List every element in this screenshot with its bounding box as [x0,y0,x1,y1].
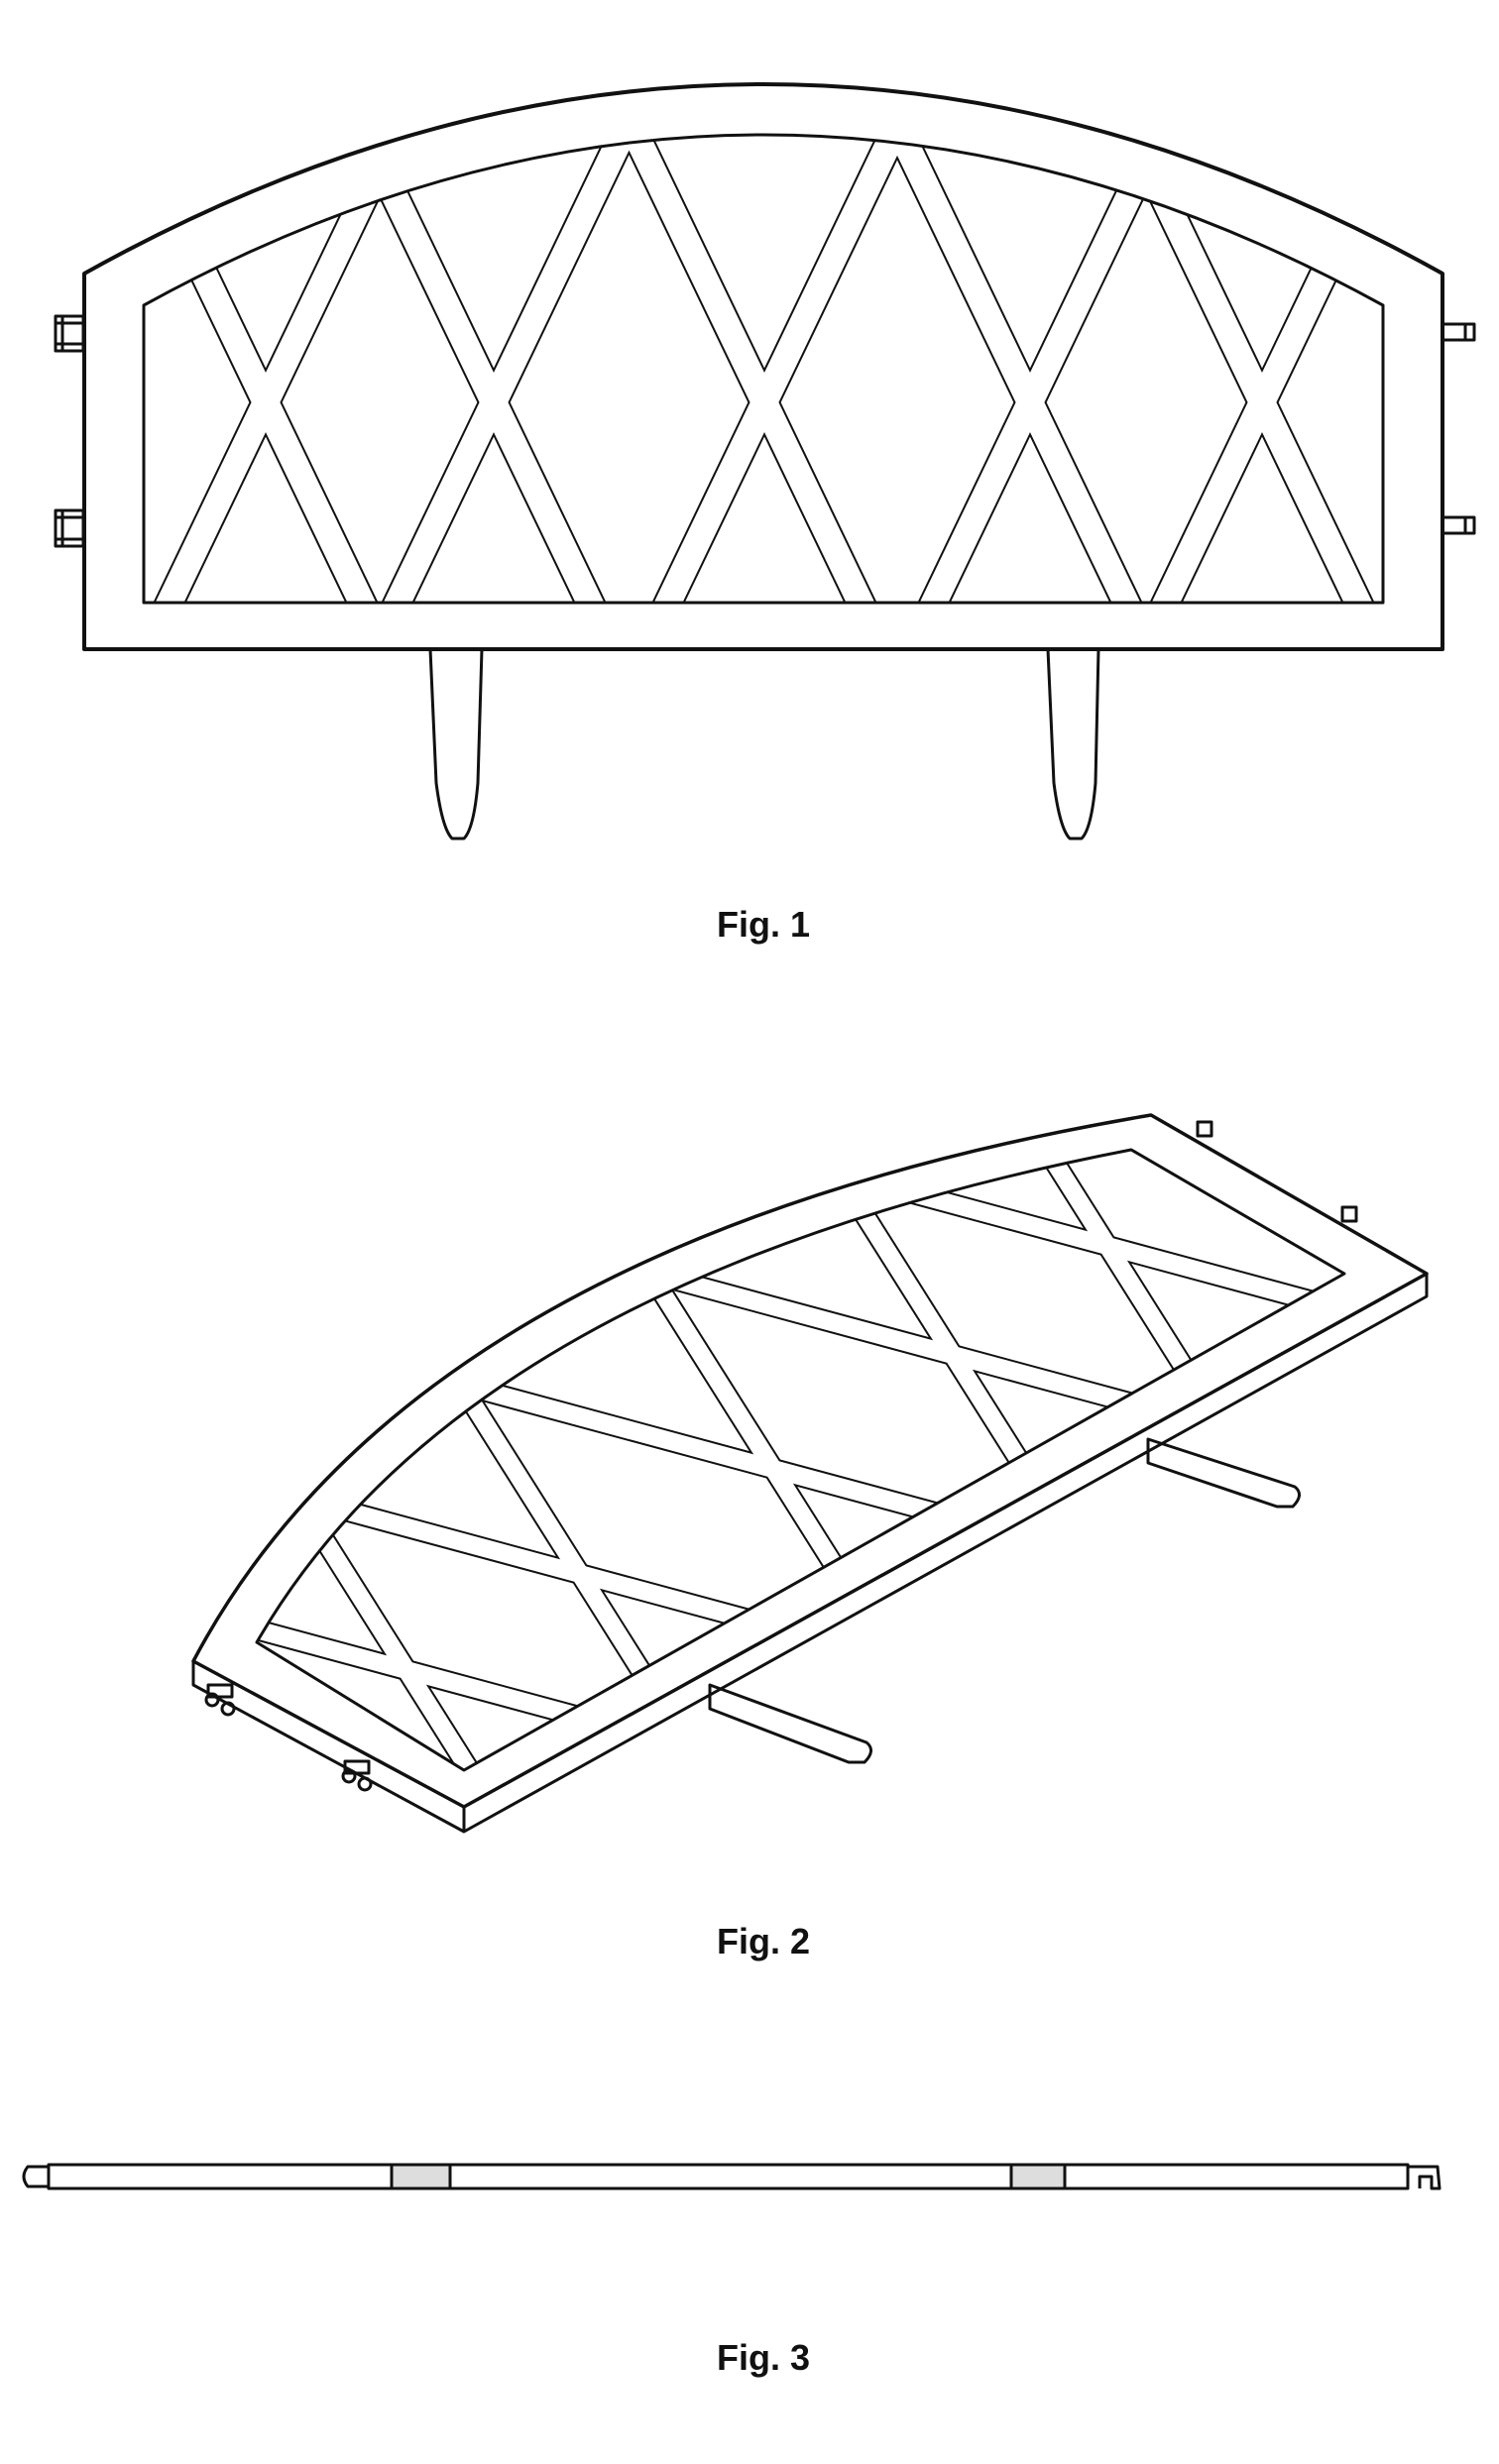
fig1-right-pins [1441,322,1476,535]
fig3-fence-panel-top [22,2163,1441,2190]
fig1-left-clips [54,314,85,548]
fig1-lattice [144,135,1383,603]
fig3-frame-bar [47,2163,1410,2190]
fig2-stake-left [708,1683,872,1764]
fig2-clips [204,1120,1358,1792]
fig2-inner-frame [255,1148,1346,1772]
fig1-outer-frame [82,82,1444,651]
fig2-stake-right [1146,1437,1301,1509]
fig2-outer-frame [191,1113,1429,1809]
fig1-inner-frame [142,133,1385,605]
figure-2-caption: Fig. 2 [716,1921,811,1961]
fig3-left-end-cap [22,2165,49,2188]
lattice-bar [1036,135,1383,603]
fig2-fence-panel-perspective [191,1113,1429,1834]
lattice-bar [804,135,1256,603]
fig1-stake-left [428,648,484,840]
fig3-stake-base-right [1009,2163,1067,2190]
lattice-bar [144,135,492,603]
figure-1-caption: Fig. 1 [716,904,811,945]
fig1-stake-right [1046,648,1100,840]
lattice-bar [268,135,720,603]
fig1-fence-panel [54,82,1476,840]
lattice-bar [538,135,990,603]
fig2-lattice [257,1150,1344,1770]
fig3-stake-base-left [390,2163,452,2190]
figure-3-caption: Fig. 3 [716,2337,811,2378]
fig3-right-hook [1408,2165,1441,2190]
